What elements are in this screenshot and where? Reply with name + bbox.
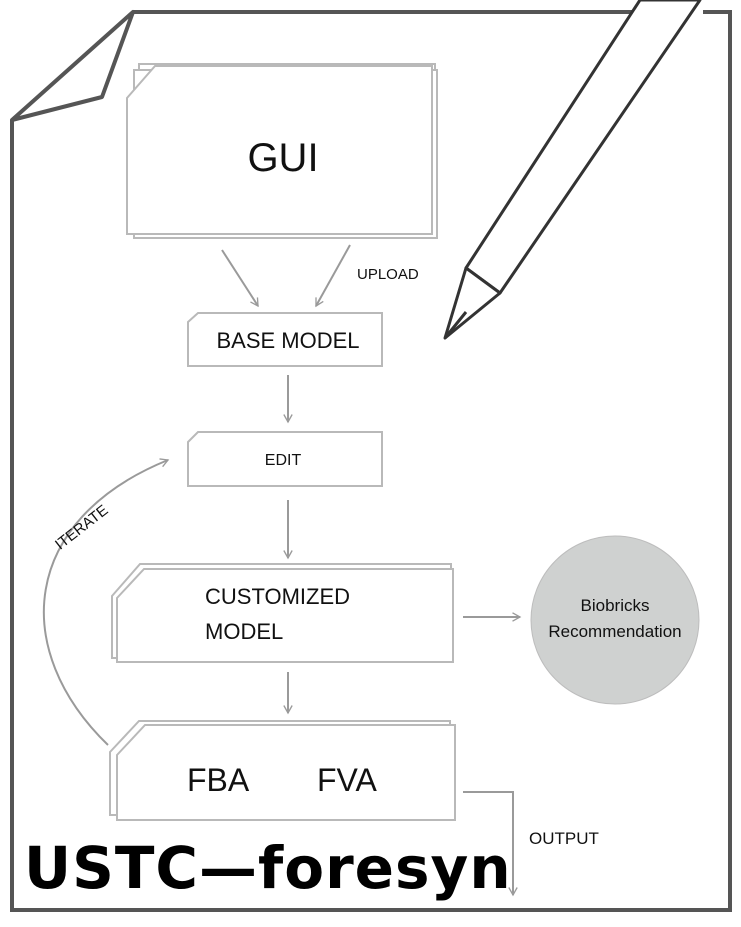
output-label: OUTPUT — [529, 829, 599, 848]
arrow-iterate — [42, 458, 170, 746]
fba-fva-box — [109, 720, 456, 821]
base-model-label: BASE MODEL — [216, 328, 360, 353]
arrow-upload — [315, 244, 351, 308]
brand-title: USTC—foresyn — [24, 834, 512, 902]
arrow-output — [463, 791, 518, 897]
customized-model-box — [111, 563, 454, 663]
edit-label: EDIT — [264, 452, 302, 469]
arrow-gui-to-base-left — [221, 249, 259, 308]
biobricks-label-line1: Biobricks — [580, 596, 650, 615]
upload-label: UPLOAD — [357, 266, 419, 283]
gui-box — [126, 63, 438, 239]
biobricks-circle — [530, 535, 700, 705]
fva-label: FVA — [317, 762, 377, 798]
edit-box — [187, 431, 383, 487]
customized-model-label-line2: MODEL — [205, 619, 284, 644]
base-model-box — [187, 312, 383, 367]
biobricks-label: Biobricks Recommendation — [548, 593, 681, 645]
pencil-icon — [443, 0, 702, 340]
page-outline — [10, 10, 732, 912]
fba-label: FBA — [187, 762, 250, 798]
gui-label: GUI — [247, 136, 319, 180]
customized-model-label-line1: CUSTOMIZED — [205, 584, 351, 609]
document-fold-icon — [10, 10, 135, 122]
arrows — [42, 244, 522, 897]
biobricks-label-line2: Recommendation — [548, 622, 682, 641]
